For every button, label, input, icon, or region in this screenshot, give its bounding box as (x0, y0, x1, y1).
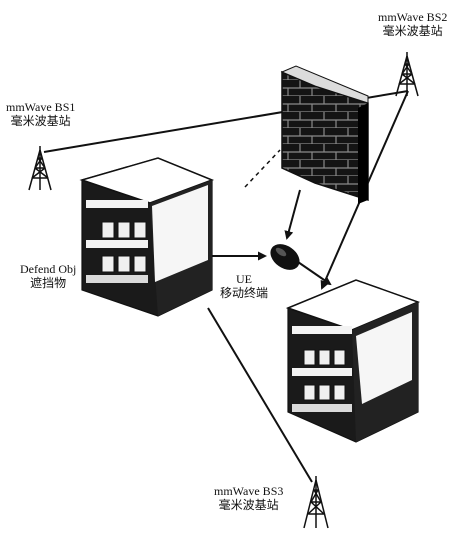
bs1-antenna-icon (28, 146, 52, 191)
bs2-label: mmWave BS2 毫米波基站 (378, 10, 447, 38)
blocked-path-dashed (244, 149, 281, 188)
obstacle-label: Defend Obj 遮挡物 (20, 262, 76, 290)
bs2-name: mmWave BS2 (378, 10, 448, 24)
bs1-label: mmWave BS1 毫米波基站 (6, 100, 75, 128)
bs2-cn: 毫米波基站 (382, 24, 443, 38)
link-wall-ue (284, 189, 301, 240)
obstacle-name: Defend Obj (20, 262, 77, 276)
bs2-antenna-icon (395, 52, 419, 97)
building-obstacle (79, 157, 215, 317)
ue-name: UE (236, 272, 252, 286)
bs3-cn: 毫米波基站 (218, 498, 279, 512)
ue-label: UE 移动终端 (220, 272, 268, 300)
ue-device-icon (270, 244, 300, 270)
ue-cn: 移动终端 (220, 286, 269, 300)
bs3-label: mmWave BS3 毫米波基站 (214, 484, 283, 512)
bs1-name: mmWave BS1 (6, 100, 76, 114)
obstacle-cn: 遮挡物 (30, 276, 67, 290)
bs1-cn: 毫米波基站 (10, 114, 71, 128)
link-ue-building2 (297, 261, 332, 286)
bs3-name: mmWave BS3 (214, 484, 284, 498)
building-right (285, 279, 421, 443)
link-building1-bs3 (207, 307, 313, 483)
building-right-windows (303, 349, 346, 401)
building-obstacle-windows (101, 221, 147, 273)
brick-wall (280, 65, 369, 204)
bs3-antenna-icon (303, 476, 329, 529)
